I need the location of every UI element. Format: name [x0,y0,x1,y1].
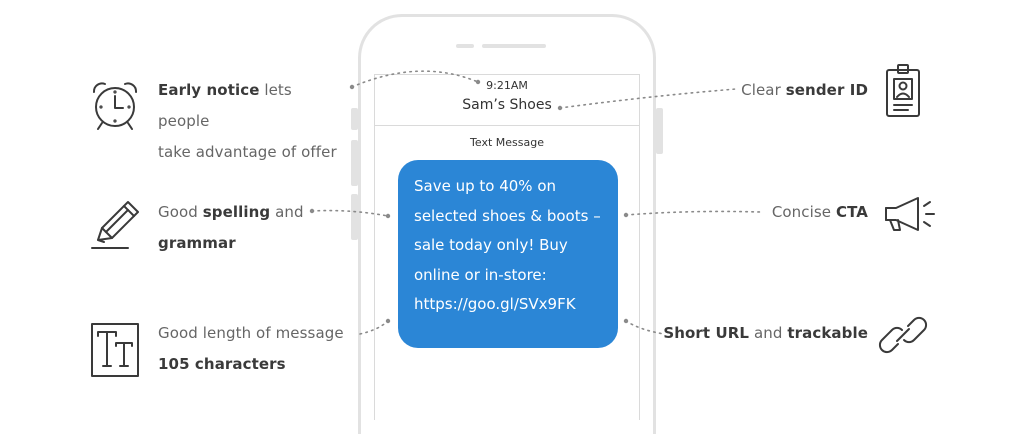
phone-mute-switch [351,108,358,130]
callout-length-bold: 105 characters [158,355,286,373]
callout-early-notice-text-1: lets people [158,81,292,130]
callout-length-text: Good length of message [158,324,344,342]
connector-sender-id [559,88,737,109]
phone-power-button [656,108,663,154]
connector-cta [625,210,761,216]
phone-volume-up [351,140,358,186]
callout-spelling-bold-2: grammar [158,234,236,252]
callout-spelling-bold-1: spelling [202,203,271,221]
phone-screen [374,74,640,420]
callout-cta: Concise CTA [720,197,868,228]
callout-cta-text: Concise [771,203,836,221]
callout-cta-bold: CTA [836,203,868,221]
connector-early-notice [351,70,479,88]
status-time: 9:21AM [486,79,528,92]
callout-early-notice: Early notice lets people take advantage … [158,75,348,168]
message-bubble: Save up to 40% on selected shoes & boots… [398,160,618,348]
callout-url: Short URL and trackable [660,318,868,349]
callout-length: Good length of message 105 characters [158,318,358,380]
callout-spelling: Good spelling and grammar [158,197,318,259]
pencil-icon [91,201,139,249]
phone-volume-down [351,194,358,240]
header-divider [374,125,640,126]
callout-url-bold-1: Short URL [663,324,750,342]
text-size-icon [91,323,139,377]
link-icon [878,316,928,354]
connector-spelling [311,209,389,217]
phone-camera [456,44,474,48]
callout-sender-id: Clear sender ID [690,75,868,106]
connector-length [359,320,389,335]
callout-sender-id-text: Clear [741,81,786,99]
connector-lines [309,70,761,335]
phone-speaker [482,44,546,48]
id-badge-icon [886,64,920,117]
connector-url [625,320,665,335]
callout-early-notice-text-2: take advantage of offer [158,143,337,161]
callout-spelling-text-1: Good [158,203,203,221]
callout-sender-id-bold: sender ID [785,81,868,99]
callout-early-notice-bold: Early notice [158,81,260,99]
callout-url-bold-2: trackable [787,324,868,342]
callout-url-text: and [749,324,788,342]
message-text: Save up to 40% on selected shoes & boots… [414,177,601,313]
megaphone-icon [885,197,935,231]
phone-frame [358,14,656,434]
message-type-label: Text Message [470,136,544,149]
alarm-clock-icon [93,82,137,130]
sender-name: Sam’s Shoes [462,97,552,113]
callout-spelling-text-2: and [270,203,304,221]
